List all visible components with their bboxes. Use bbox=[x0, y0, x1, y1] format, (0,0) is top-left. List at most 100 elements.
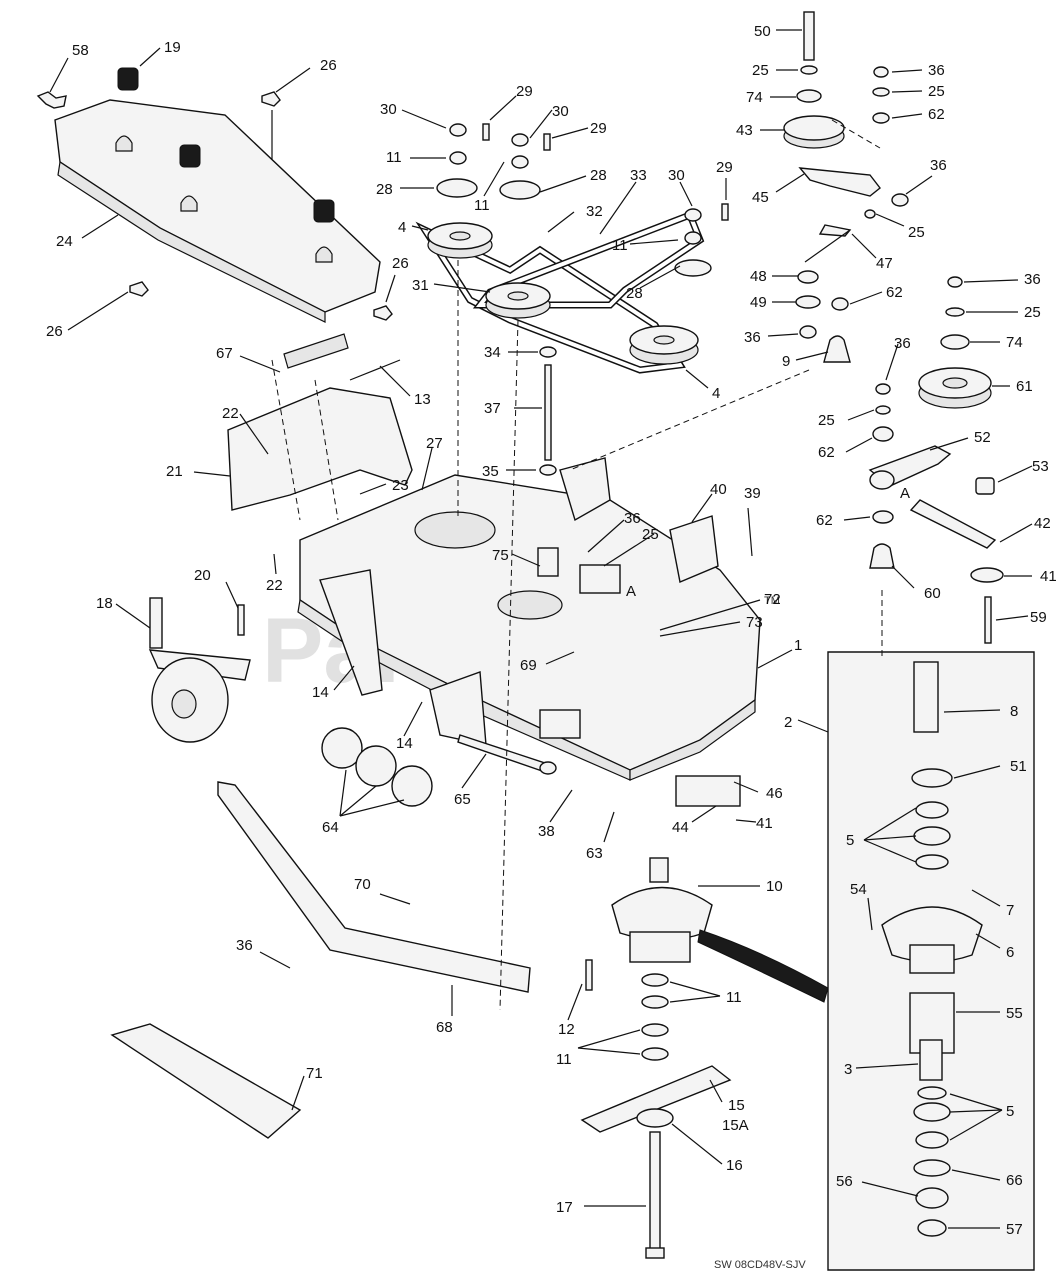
callout-59: 59 bbox=[1030, 609, 1047, 626]
callout-32: 32 bbox=[586, 203, 603, 220]
callout-25: 25 bbox=[818, 412, 835, 429]
callout-75: 75 bbox=[492, 547, 509, 564]
pulley-left bbox=[427, 222, 493, 259]
callout-39: 39 bbox=[744, 485, 761, 502]
callout-19: 19 bbox=[164, 39, 181, 56]
callout-36: 36 bbox=[236, 937, 253, 954]
callout-68: 68 bbox=[436, 1019, 453, 1036]
callout-46: 46 bbox=[766, 785, 783, 802]
callout-30: 30 bbox=[380, 101, 397, 118]
gauge-wheel bbox=[148, 597, 251, 743]
callout-29: 29 bbox=[716, 159, 733, 176]
callout-29: 29 bbox=[516, 83, 533, 100]
callout-47: 47 bbox=[876, 255, 893, 272]
callout-15a: 15A bbox=[722, 1117, 749, 1134]
belt-cover bbox=[54, 67, 381, 323]
callout-36: 36 bbox=[930, 157, 947, 174]
callout-28: 28 bbox=[626, 285, 643, 302]
callout-51: 51 bbox=[1010, 758, 1027, 775]
idler-spacers bbox=[436, 123, 729, 277]
callout-41: 41 bbox=[756, 815, 773, 832]
watermark-trademark: TM bbox=[764, 595, 780, 607]
callout-33: 33 bbox=[630, 167, 647, 184]
callout-27: 27 bbox=[426, 435, 443, 452]
pulley-right bbox=[629, 325, 699, 365]
callout-60: 60 bbox=[924, 585, 941, 602]
callout-25: 25 bbox=[908, 224, 925, 241]
callout-17: 17 bbox=[556, 1199, 573, 1216]
callout-11: 11 bbox=[386, 149, 402, 166]
callout-73: 73 bbox=[746, 614, 763, 631]
rear-baffle bbox=[110, 1023, 302, 1139]
callout-7: 7 bbox=[1006, 902, 1014, 919]
callout-11: 11 bbox=[556, 1051, 572, 1068]
callout-a-left: A bbox=[626, 583, 636, 600]
callout-40: 40 bbox=[710, 481, 727, 498]
callout-36: 36 bbox=[894, 335, 911, 352]
callout-11: 11 bbox=[726, 989, 742, 1006]
callout-38: 38 bbox=[538, 823, 555, 840]
callout-56: 56 bbox=[836, 1173, 853, 1190]
callout-14: 14 bbox=[312, 684, 329, 701]
callout-26: 26 bbox=[46, 323, 63, 340]
wing-knob bbox=[36, 91, 393, 321]
callout-25: 25 bbox=[928, 83, 945, 100]
mower-deck-shell bbox=[297, 457, 761, 807]
callout-labels: 58 19 26 24 26 26 30 29 30 29 11 28 11 2… bbox=[46, 23, 1057, 1238]
callout-37: 37 bbox=[484, 400, 501, 417]
callout-49: 49 bbox=[750, 294, 767, 311]
callout-2: 2 bbox=[784, 714, 792, 731]
assembly-centerlines bbox=[271, 119, 883, 1011]
spindle-housing bbox=[580, 857, 829, 1259]
callout-30: 30 bbox=[668, 167, 685, 184]
callout-36: 36 bbox=[1024, 271, 1041, 288]
callout-14: 14 bbox=[396, 735, 413, 752]
callout-36: 36 bbox=[744, 329, 761, 346]
callout-61: 61 bbox=[1016, 378, 1033, 395]
callout-65: 65 bbox=[454, 791, 471, 808]
spindle-assembly-inset bbox=[827, 651, 1035, 1271]
callout-52: 52 bbox=[974, 429, 991, 446]
callout-16: 16 bbox=[726, 1157, 743, 1174]
callout-5: 5 bbox=[846, 832, 854, 849]
callout-50: 50 bbox=[754, 23, 771, 40]
callout-25: 25 bbox=[1024, 304, 1041, 321]
callout-5: 5 bbox=[1006, 1103, 1014, 1120]
callout-9: 9 bbox=[782, 353, 790, 370]
callout-54: 54 bbox=[850, 881, 867, 898]
drawing-code: SW 08CD48V-SJV bbox=[714, 1259, 806, 1271]
callout-55: 55 bbox=[1006, 1005, 1023, 1022]
callout-62: 62 bbox=[886, 284, 903, 301]
callout-1: 1 bbox=[794, 637, 802, 654]
callout-11: 11 bbox=[612, 237, 628, 254]
callout-25: 25 bbox=[642, 526, 659, 543]
callout-3: 3 bbox=[844, 1061, 852, 1078]
callout-8: 8 bbox=[1010, 703, 1018, 720]
callout-34: 34 bbox=[484, 344, 501, 361]
callout-36: 36 bbox=[624, 510, 641, 527]
callout-25: 25 bbox=[752, 62, 769, 79]
pulley-center bbox=[485, 282, 551, 319]
callout-10: 10 bbox=[766, 878, 783, 895]
callout-74: 74 bbox=[746, 89, 763, 106]
callout-13: 13 bbox=[414, 391, 431, 408]
callout-57: 57 bbox=[1006, 1221, 1023, 1238]
callout-69: 69 bbox=[520, 657, 537, 674]
callout-42: 42 bbox=[1034, 515, 1051, 532]
callout-28: 28 bbox=[376, 181, 393, 198]
callout-4: 4 bbox=[398, 219, 406, 236]
callout-18: 18 bbox=[96, 595, 113, 612]
callout-35: 35 bbox=[482, 463, 499, 480]
callout-67: 67 bbox=[216, 345, 233, 362]
callout-6: 6 bbox=[1006, 944, 1014, 961]
callout-62: 62 bbox=[818, 444, 835, 461]
spindle-bolt-37 bbox=[539, 346, 557, 476]
callout-58: 58 bbox=[72, 42, 89, 59]
callout-11: 11 bbox=[474, 197, 490, 214]
callout-36: 36 bbox=[928, 62, 945, 79]
callout-53: 53 bbox=[1032, 458, 1049, 475]
callout-23: 23 bbox=[392, 477, 409, 494]
callout-4: 4 bbox=[712, 385, 720, 402]
anti-scalp-rollers bbox=[321, 727, 433, 807]
callout-26: 26 bbox=[392, 255, 409, 272]
